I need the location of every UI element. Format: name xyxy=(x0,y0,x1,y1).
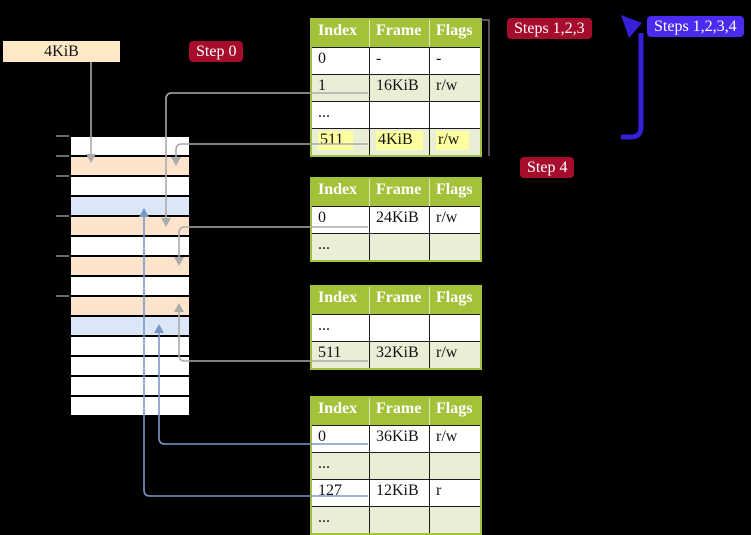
badge-step-0: Step 0 xyxy=(189,41,244,62)
cell-flags xyxy=(429,507,480,533)
cell-flags xyxy=(429,234,480,260)
cell-frame xyxy=(369,234,429,260)
cell-frame xyxy=(369,453,429,479)
cell-flags: - xyxy=(429,48,480,74)
page-table-1: Index Frame Flags 0 - - 1 16KiB r/w ... … xyxy=(310,18,482,157)
header-flags: Flags xyxy=(429,179,480,206)
cell-index: ... xyxy=(318,104,330,121)
frame-size-label: 4KiB xyxy=(3,41,120,62)
header-frame: Frame xyxy=(369,20,429,47)
header-flags: Flags xyxy=(429,398,480,425)
table-row: ... xyxy=(312,233,480,260)
cell-index: 0 xyxy=(318,209,326,226)
cell-index: 1 xyxy=(318,77,326,94)
memory-row-12 xyxy=(70,376,190,396)
memory-row-11 xyxy=(70,356,190,376)
cell-frame: 12KiB xyxy=(369,480,429,506)
header-frame: Frame xyxy=(369,398,429,425)
table-row: 0 - - xyxy=(312,47,480,74)
header-flags: Flags xyxy=(429,287,480,314)
table-row: ... xyxy=(312,452,480,479)
table-row: 1 16KiB r/w xyxy=(312,74,480,101)
memory-row-10 xyxy=(70,336,190,356)
memory-row-6 xyxy=(70,256,190,276)
page-table-2: Index Frame Flags 0 24KiB r/w ... xyxy=(310,177,482,262)
header-flags: Flags xyxy=(429,20,480,47)
cell-frame: 32KiB xyxy=(369,342,429,368)
cell-index: ... xyxy=(318,509,330,526)
memory-row-2 xyxy=(70,176,190,196)
memory-tick-marks xyxy=(56,135,69,297)
memory-column xyxy=(70,136,190,416)
cell-frame: 36KiB xyxy=(369,426,429,452)
header-index: Index xyxy=(318,289,358,306)
table-row: ... xyxy=(312,506,480,533)
memory-row-3 xyxy=(70,196,190,216)
table-row-highlighted: 511 4KiB r/w xyxy=(312,128,480,155)
cell-index: ... xyxy=(318,236,330,253)
table-row: 127 12KiB r xyxy=(312,479,480,506)
memory-row-7 xyxy=(70,276,190,296)
header-index: Index xyxy=(318,400,358,417)
cell-frame xyxy=(369,102,429,128)
cell-flags: r/w xyxy=(429,129,480,155)
badge-steps-1-2-3-4: Steps 1,2,3,4 xyxy=(647,16,744,37)
memory-row-13 xyxy=(70,396,190,416)
table-row: 511 32KiB r/w xyxy=(312,341,480,368)
cell-frame: 4KiB xyxy=(369,129,429,155)
memory-row-9 xyxy=(70,316,190,336)
cell-frame: 16KiB xyxy=(369,75,429,101)
table-row: ... xyxy=(312,314,480,341)
cell-flags: r/w xyxy=(429,207,480,233)
memory-row-0 xyxy=(70,136,190,156)
cell-index: ... xyxy=(318,455,330,472)
recursive-loop-arrowhead xyxy=(621,15,642,38)
recursive-loop-arrow xyxy=(621,33,644,140)
table-row: 0 24KiB r/w xyxy=(312,206,480,233)
cell-index: 127 xyxy=(318,482,342,499)
memory-row-8 xyxy=(70,296,190,316)
cell-flags xyxy=(429,102,480,128)
cell-index: ... xyxy=(318,317,330,334)
table-header: Index Frame Flags xyxy=(312,179,480,206)
cell-frame xyxy=(369,507,429,533)
cell-index: 0 xyxy=(318,50,326,67)
header-frame: Frame xyxy=(369,287,429,314)
table-row: 0 36KiB r/w xyxy=(312,425,480,452)
cell-index: 511 xyxy=(312,129,369,155)
table-header: Index Frame Flags xyxy=(312,287,480,314)
badge-steps-1-2-3: Steps 1,2,3 xyxy=(507,18,592,39)
cell-flags: r/w xyxy=(429,75,480,101)
cell-frame xyxy=(369,315,429,341)
cell-frame: 24KiB xyxy=(369,207,429,233)
badge-step-4: Step 4 xyxy=(520,157,575,178)
cell-index: 0 xyxy=(318,428,326,445)
table-header: Index Frame Flags xyxy=(312,398,480,425)
memory-row-5 xyxy=(70,236,190,256)
header-frame: Frame xyxy=(369,179,429,206)
cell-flags: r/w xyxy=(429,426,480,452)
header-index: Index xyxy=(318,22,358,39)
cell-flags: r/w xyxy=(429,342,480,368)
cell-flags: r xyxy=(429,480,480,506)
cell-index: 511 xyxy=(318,344,342,361)
memory-row-4 xyxy=(70,216,190,236)
cell-flags xyxy=(429,315,480,341)
memory-row-1 xyxy=(70,156,190,176)
cell-flags xyxy=(429,453,480,479)
header-index: Index xyxy=(318,181,358,198)
table-header: Index Frame Flags xyxy=(312,20,480,47)
page-table-4: Index Frame Flags 0 36KiB r/w ... 127 12… xyxy=(310,396,482,535)
table-row: ... xyxy=(312,101,480,128)
cell-frame: - xyxy=(369,48,429,74)
page-table-3: Index Frame Flags ... 511 32KiB r/w xyxy=(310,285,482,370)
